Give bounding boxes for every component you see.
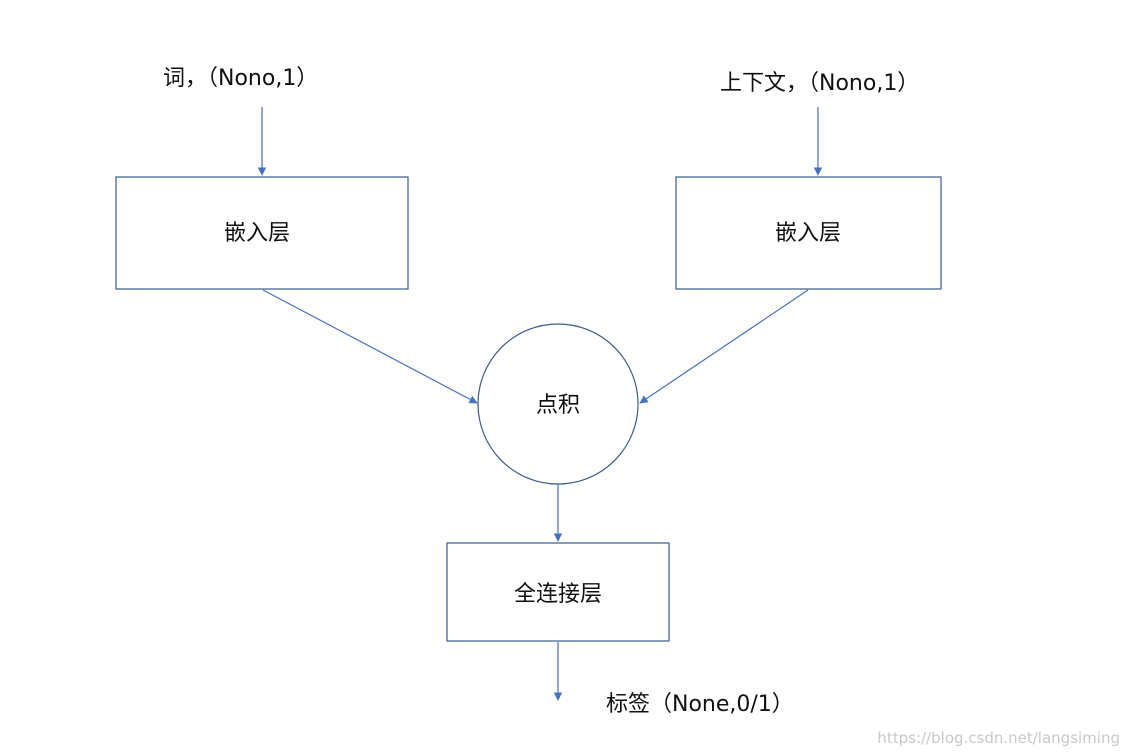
embedding-layer-left-label: 嵌入层 — [224, 221, 290, 246]
dense-layer-box — [446, 542, 670, 642]
output-label: 标签（None,0/1） — [606, 692, 794, 717]
dense-layer-label: 全连接层 — [514, 582, 602, 607]
dot-product-label: 点积 — [536, 393, 580, 418]
embedding-layer-right-label: 嵌入层 — [775, 221, 841, 246]
word-input-label: 词，（Nono,1） — [163, 66, 318, 91]
watermark-text: https://blog.csdn.net/langsiming — [877, 729, 1120, 747]
arrow-right-embed-to-dot — [639, 289, 809, 404]
context-input-label: 上下文，（Nono,1） — [720, 71, 919, 96]
arrow-left-embed-to-dot — [262, 289, 478, 404]
embedding-layer-left-box — [115, 176, 409, 290]
embedding-layer-right-box — [675, 176, 942, 290]
